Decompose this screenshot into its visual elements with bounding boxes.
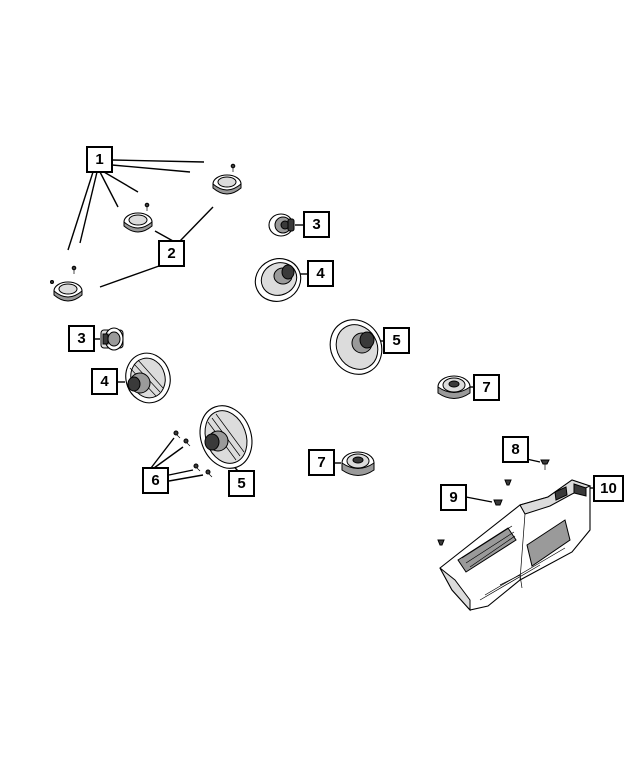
callout-5-right: 5: [383, 327, 410, 354]
tweeter-left-icon: [50, 265, 83, 302]
oval-woofer-large-right-icon: [329, 319, 383, 375]
callout-8-label: 8: [511, 441, 519, 458]
callout-6: 6: [142, 467, 169, 494]
screw-icon: [173, 430, 181, 439]
midrange-speaker-top-icon: [268, 213, 295, 237]
callout-5-lower-label: 5: [237, 475, 245, 492]
callout-1: 1: [86, 146, 113, 173]
callout-3-top: 3: [303, 211, 330, 238]
screw-set-icon: [173, 430, 213, 478]
subwoofer-enclosure-icon: [439, 479, 592, 612]
callout-3-left: 3: [68, 325, 95, 352]
callout-3-left-label: 3: [77, 330, 85, 347]
tweeter-center-icon: [123, 202, 153, 233]
callout-4-left-label: 4: [100, 373, 109, 390]
clip-fastener-icon: [437, 479, 512, 546]
subwoofer-lower-icon: [341, 451, 375, 476]
screw-icon: [193, 463, 201, 472]
callout-1-label: 1: [95, 151, 103, 168]
screw-icon: [205, 469, 213, 478]
callout-4-top: 4: [307, 260, 334, 287]
callout-7-lower: 7: [308, 449, 335, 476]
round-woofer-left-icon: [125, 352, 171, 404]
callout-4-left: 4: [91, 368, 118, 395]
callout-5-right-label: 5: [392, 332, 400, 349]
subwoofer-right-icon: [437, 375, 471, 399]
callout-5-lower: 5: [228, 470, 255, 497]
oval-woofer-top-icon: [254, 258, 302, 302]
midrange-speaker-left-icon: [100, 327, 124, 351]
callout-7-right: 7: [473, 374, 500, 401]
oval-woofer-large-lower-icon: [199, 405, 253, 469]
tweeter-top-right-icon: [212, 163, 242, 195]
callout-9: 9: [440, 484, 467, 511]
callout-7-right-label: 7: [482, 379, 490, 396]
push-pin-fastener-icon: [540, 459, 550, 470]
callout-10: 10: [593, 475, 624, 502]
callout-6-label: 6: [151, 472, 159, 489]
callout-2: 2: [158, 240, 185, 267]
leader-lines: [67, 159, 594, 503]
callout-3-top-label: 3: [312, 216, 320, 233]
callout-10-label: 10: [600, 480, 617, 497]
callout-4-top-label: 4: [316, 265, 325, 282]
callout-2-label: 2: [167, 245, 175, 262]
callout-8: 8: [502, 436, 529, 463]
screw-icon: [183, 438, 191, 447]
callout-7-lower-label: 7: [317, 454, 325, 471]
callout-9-label: 9: [449, 489, 457, 506]
